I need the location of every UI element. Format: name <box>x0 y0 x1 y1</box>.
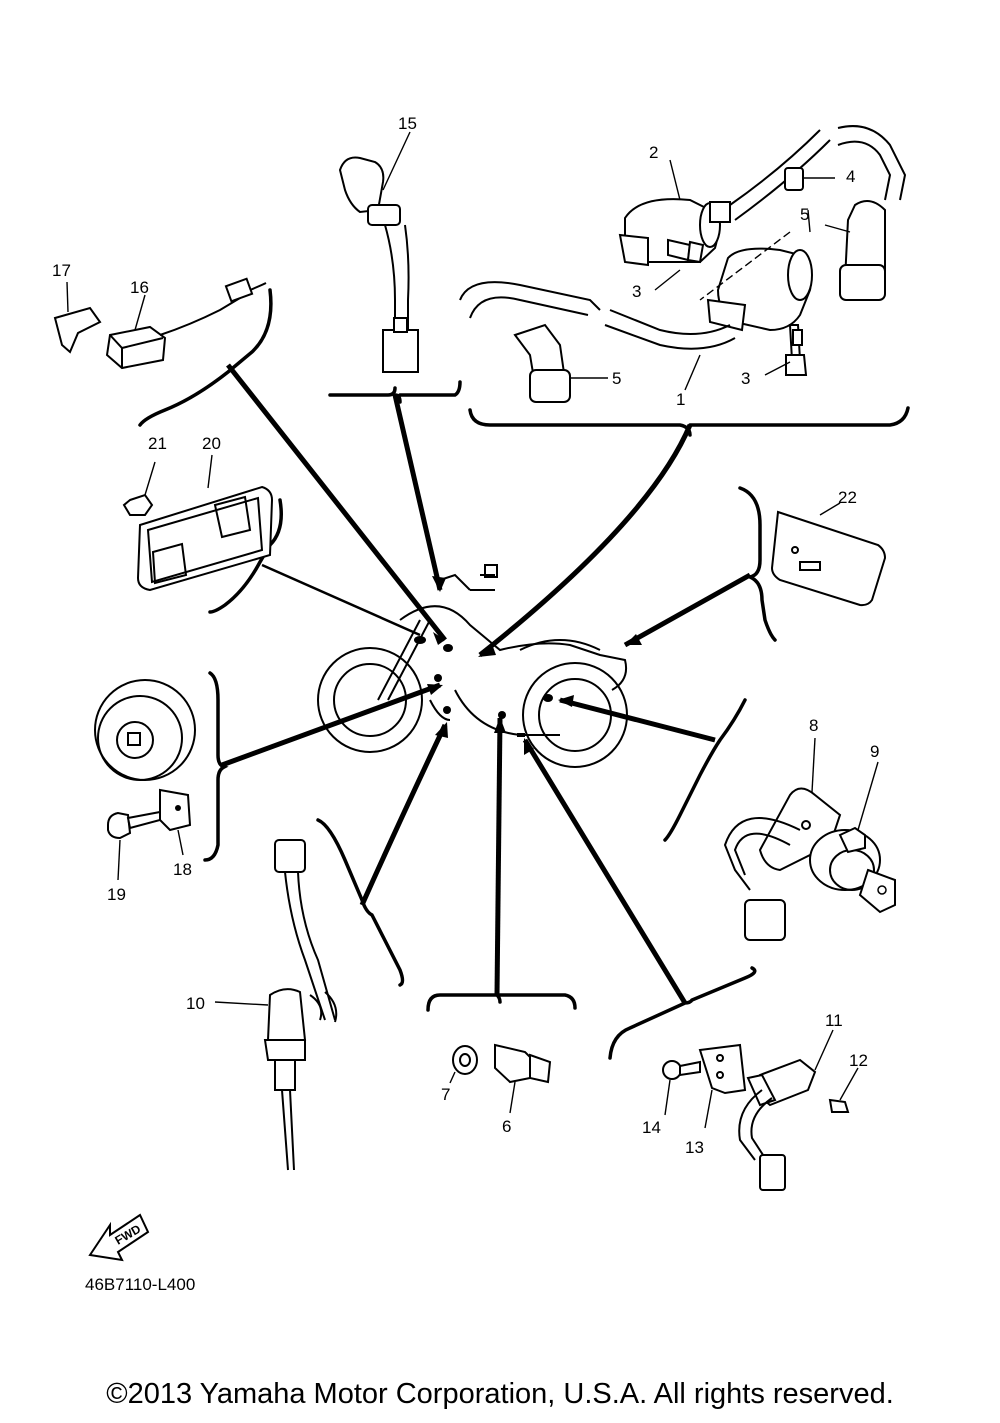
callout-3a: 3 <box>632 282 641 301</box>
callout-22: 22 <box>838 488 857 507</box>
parts-diagram: FWD 1 2 3 3 4 5 5 5 6 7 8 9 10 11 12 13 … <box>52 114 910 1294</box>
part-18-horn <box>94 679 196 856</box>
group-brackets <box>138 288 910 1060</box>
callout-3b: 3 <box>741 369 750 388</box>
part-4-collar <box>784 167 835 191</box>
part-15-switch <box>338 131 419 373</box>
callout-16: 16 <box>130 278 149 297</box>
callout-21: 21 <box>148 434 167 453</box>
part-6-switch <box>494 1043 552 1114</box>
callout-17: 17 <box>52 261 71 280</box>
callout-18: 18 <box>173 860 192 879</box>
part-14-bolt <box>662 1060 701 1116</box>
callout-10: 10 <box>186 994 205 1013</box>
callout-labels: 1 2 3 3 4 5 5 5 6 7 8 9 10 11 12 13 14 1… <box>52 114 879 1157</box>
part-13-bracket <box>698 1043 747 1129</box>
part-21-nut <box>122 461 156 516</box>
part-9-screw <box>838 761 879 854</box>
callout-20: 20 <box>202 434 221 453</box>
callout-9: 9 <box>870 742 879 761</box>
callout-4: 4 <box>846 167 855 186</box>
location-markers <box>414 636 553 737</box>
arrowheads <box>427 576 642 755</box>
callout-13: 13 <box>685 1138 704 1157</box>
part-12-screw <box>828 1067 859 1113</box>
fwd-arrow-icon: FWD <box>88 1213 150 1262</box>
callout-19: 19 <box>107 885 126 904</box>
callout-11: 11 <box>825 1011 843 1030</box>
part-5-plug-caps <box>570 200 886 379</box>
callout-15: 15 <box>398 114 417 133</box>
part-10-sensor <box>214 839 338 1171</box>
callout-8: 8 <box>809 716 818 735</box>
motorcycle-outline <box>317 564 628 768</box>
callout-5b: 5 <box>612 369 621 388</box>
part-19-bolt <box>107 810 161 881</box>
part-7-washer <box>449 1045 478 1084</box>
part-16-relay <box>105 277 267 370</box>
part-1-ignition-coil <box>459 247 813 403</box>
part-22-reflector <box>770 502 887 607</box>
copyright-notice: ©2013 Yamaha Motor Corporation, U.S.A. A… <box>106 1378 894 1410</box>
connector-lines <box>221 363 752 1005</box>
part-17-bracket <box>53 281 102 354</box>
callout-5a: 5 <box>800 205 809 224</box>
drawing-code: 46B7110-L400 <box>85 1275 195 1294</box>
callout-7: 7 <box>441 1085 450 1104</box>
callout-14: 14 <box>642 1118 661 1137</box>
part-20-reflector <box>136 454 274 592</box>
callout-12: 12 <box>849 1051 868 1070</box>
part-11-sensor <box>738 1029 834 1191</box>
part-8-main-switch <box>723 737 896 941</box>
part-3-bolts <box>654 238 803 376</box>
callout-1: 1 <box>676 390 685 409</box>
callout-6: 6 <box>502 1117 511 1136</box>
callout-2: 2 <box>649 143 658 162</box>
